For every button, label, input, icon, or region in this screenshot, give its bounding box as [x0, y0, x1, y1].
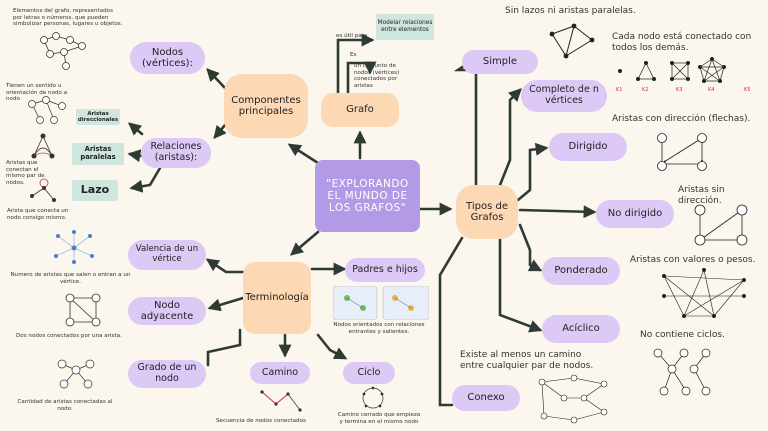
nodos-example-graph	[40, 32, 86, 70]
ciclo-example	[362, 386, 384, 409]
grado-example	[57, 359, 95, 389]
orientados-note: Nodos orientados con relaciones entrante…	[333, 322, 425, 335]
cerrado-note: Camino cerrado que empieza y termina en …	[337, 412, 421, 425]
dirigido-node: Dirigido	[549, 133, 627, 161]
completo-examples: K1 K2 K3 K4 K5	[616, 57, 750, 93]
sin-dir-note: Aristas sin dirección.	[678, 185, 725, 206]
paralelas-example	[31, 133, 55, 159]
dos-nodos-note: Dos nodos conectados por una arista.	[16, 333, 122, 339]
tipos-node: Tipos de Grafos	[456, 185, 518, 239]
conexo-example	[538, 374, 608, 424]
padres-example	[333, 286, 429, 320]
consigo-note: Arista que conecta un nodo consigo mismo…	[7, 208, 69, 221]
conectan-note: Aristas que conectan el mismo par de nod…	[6, 160, 45, 187]
k5-label: K5	[744, 87, 750, 93]
numero-aristas-note: Numero de aristas que salen o entran a u…	[10, 272, 131, 285]
adyacente-example	[65, 293, 101, 327]
con-valores-note: Aristas con valores o pesos.	[630, 255, 756, 265]
ciclo-node: Ciclo	[343, 362, 395, 384]
completo-node: Completo de n vértices	[521, 80, 607, 112]
dirigido-example	[657, 133, 707, 171]
modelar-box: Modelar relaciones entre elementos	[376, 14, 434, 40]
aciclico-node: Acíclico	[542, 315, 620, 343]
nodos-node: Nodos (vértices):	[130, 42, 205, 74]
k1-label: K1	[616, 87, 622, 93]
secuencia-note: Secuencia de nodos conectados	[216, 418, 306, 424]
es-label: Es	[350, 52, 357, 58]
aristas-dir-box: Aristas direccionales	[76, 109, 120, 125]
no-dirigido-example	[694, 204, 748, 246]
conexo-node: Conexo	[452, 385, 520, 411]
ponderado-node: Ponderado	[542, 257, 620, 285]
center-topic: "EXPLORANDO EL MUNDO DE LOS GRAFOS"	[315, 160, 420, 232]
grafo-node: Grafo	[321, 93, 399, 127]
conjunto-text: un conjunto de nodos (vértices) conectad…	[354, 63, 400, 90]
k3-label: K3	[676, 87, 682, 93]
terminologia-node: Terminología	[243, 262, 311, 334]
camino-example	[260, 390, 302, 412]
elementos-note: Elementos del grafo, representados por l…	[13, 8, 123, 28]
simple-node: Simple	[462, 50, 538, 74]
relaciones-node: Relaciones (aristas):	[141, 138, 211, 168]
aristas-par-box: Aristas paralelas	[72, 143, 124, 165]
no-dirigido-node: No dirigido	[596, 200, 674, 228]
no-ciclos-note: No contiene ciclos.	[640, 330, 725, 340]
sin-lazos-note: Sin lazos ni aristas paralelas.	[505, 6, 636, 16]
grado-node: Grado de un nodo	[128, 360, 206, 388]
k2-label: K2	[642, 87, 648, 93]
nodo-ady-node: Nodo adyacente	[128, 297, 206, 325]
cada-nodo-note: Cada nodo está conectado con todos los d…	[612, 32, 752, 53]
es-util-label: es útil para	[336, 33, 368, 39]
existe-note: Existe al menos un camino entre cualquie…	[460, 350, 594, 371]
valencia-node: Valencia de un vértice	[128, 240, 206, 270]
camino-node: Camino	[250, 362, 310, 384]
cantidad-note: Cantidad de aristas conectadas al nodo.	[17, 399, 113, 412]
lazo-example	[30, 178, 56, 202]
valencia-example	[54, 230, 94, 264]
k4-label: K4	[708, 87, 714, 93]
direccionales-example	[28, 96, 66, 124]
lazo-box: Lazo	[72, 180, 118, 201]
padres-node: Padres e hijos	[345, 258, 425, 282]
aciclico-example	[653, 348, 711, 396]
componentes-node: Componentes principales	[224, 74, 308, 138]
sentido-note: Tienen un sentido u orientación de nodo …	[6, 83, 68, 103]
simple-example	[549, 23, 595, 59]
ponderado-example	[662, 268, 746, 318]
con-dir-note: Aristas con dirección (flechas).	[612, 114, 751, 124]
